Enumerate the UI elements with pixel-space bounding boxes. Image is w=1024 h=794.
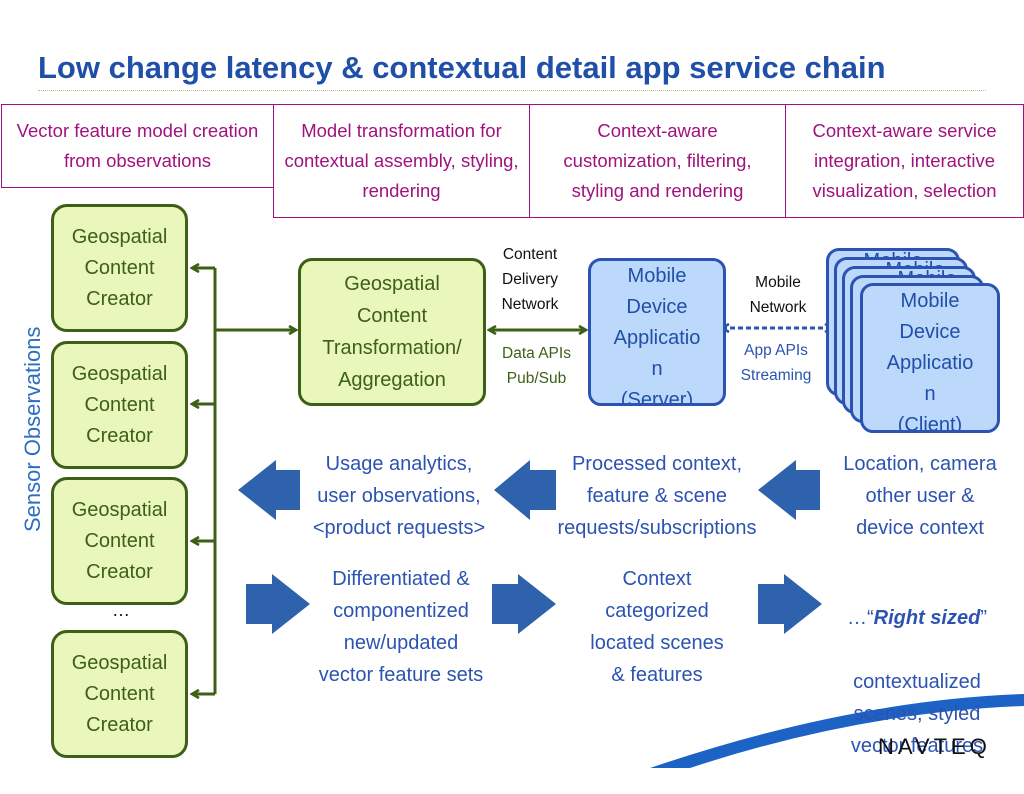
right-sized-prefix: …“: [846, 607, 874, 629]
mobile-network-label: Mobile Network: [749, 274, 807, 316]
differentiated-features-text: Differentiated & componentized new/updat…: [318, 568, 484, 686]
right-block-arrow-1: [246, 574, 310, 634]
page-title: Low change latency & contextual detail a…: [38, 50, 886, 85]
left-block-arrow-1: [238, 460, 300, 520]
left-block-arrow-3: [758, 460, 820, 520]
app-apis-label: App APIs Streaming: [740, 342, 812, 384]
right-sized-body: contextualized scenes, styled vector fea…: [850, 671, 984, 757]
header-box-vector-creation: Vector feature model creation from obser…: [1, 104, 274, 188]
header-box-service-integration: Context-aware service integration, inter…: [785, 104, 1024, 218]
creators-ellipsis: …: [112, 600, 130, 620]
right-block-arrow-3: [758, 574, 822, 634]
right-sized-text: …“Right sized” contextualized scenes, st…: [832, 570, 1002, 794]
right-sized-emphasis: Right sized: [873, 607, 981, 629]
right-sized-suffix: ”: [980, 607, 987, 629]
data-apis-label: Data APIs Pub/Sub: [502, 345, 571, 387]
content-creator-box: Geospatial Content Creator: [51, 204, 188, 332]
right-block-arrow-2: [492, 574, 556, 634]
categorized-scenes-text: Context categorized located scenes & fea…: [590, 568, 724, 686]
processed-context-text: Processed context, feature & scene reque…: [557, 453, 757, 539]
content-creator-box: Geospatial Content Creator: [51, 630, 188, 758]
right-sized-heading: …“Right sized”: [832, 602, 1002, 634]
title-divider: [38, 90, 986, 91]
content-creator-box: Geospatial Content Creator: [51, 477, 188, 605]
header-box-model-transformation: Model transformation for contextual asse…: [273, 104, 530, 218]
header-box-context-customization: Context-aware customization, filtering, …: [529, 104, 786, 218]
left-block-arrow-2: [494, 460, 556, 520]
mobile-server-box: Mobile Device Applicatio n (Server): [588, 258, 726, 406]
navteq-logo: NAVTEQ: [878, 734, 991, 759]
decorative-swoosh: [650, 694, 1024, 768]
location-context-text: Location, camera other user & device con…: [843, 453, 997, 539]
content-transformation-box: Geospatial Content Transformation/ Aggre…: [298, 258, 486, 406]
cdn-label: Content Delivery Network: [501, 246, 559, 313]
mobile-client-box: Mobile Device Applicatio n (Client): [860, 283, 1000, 433]
content-creator-box: Geospatial Content Creator: [51, 341, 188, 469]
usage-analytics-text: Usage analytics, user observations, <pro…: [312, 453, 486, 539]
connector-layer: [0, 0, 1024, 768]
